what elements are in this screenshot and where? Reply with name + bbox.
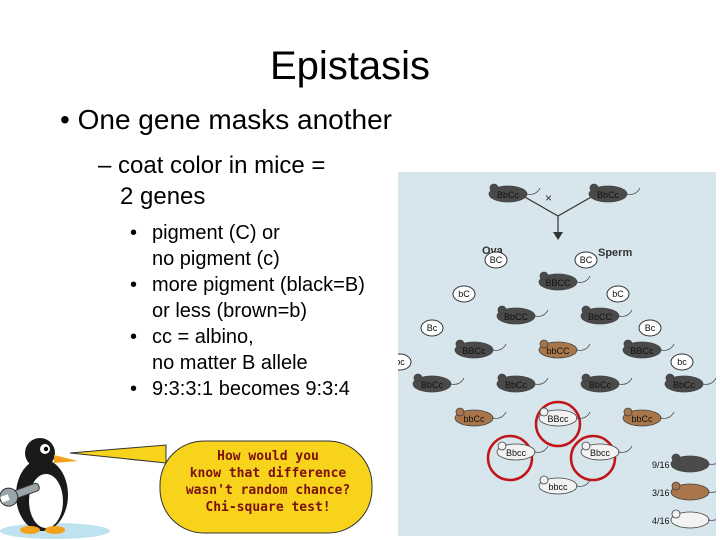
- offspring-genotype: BbCc: [505, 380, 528, 390]
- speech-bubble: [69, 440, 373, 534]
- ratio-key-mouse: [670, 509, 716, 529]
- offspring-genotype: Bbcc: [506, 448, 527, 458]
- offspring-mouse: [454, 339, 507, 359]
- sub-bullet-line: pigment (C) or: [152, 222, 280, 244]
- offspring-genotype: BbCc: [673, 380, 696, 390]
- ratio-label: 4/16: [652, 516, 670, 526]
- gamete-right: [606, 285, 630, 303]
- sub-bullet-line: cc = albino,: [152, 326, 254, 348]
- gamete-right-label: bC: [612, 289, 624, 299]
- gamete-right: [638, 319, 662, 337]
- sub-bullet-pigment: pigment (C) or no pigment (c): [130, 220, 365, 272]
- cross-line: [557, 195, 594, 217]
- offspring-genotype: bbcc: [548, 482, 568, 492]
- ratio-label: 9/16: [652, 460, 670, 470]
- sub-bullet-line: more pigment (black=B): [152, 274, 365, 296]
- offspring-mouse: [664, 373, 716, 393]
- offspring-genotype: bbCc: [463, 414, 485, 424]
- parent-mouse: [488, 183, 541, 203]
- offspring-mouse: [622, 407, 675, 427]
- offspring-mouse: [538, 475, 591, 495]
- offspring-mouse: [622, 339, 675, 359]
- sub-bullet-more-pigment: more pigment (black=B) or less (brown=b): [130, 272, 365, 324]
- gamete-right: [670, 353, 694, 371]
- gamete-left: [420, 319, 444, 337]
- offspring-mouse: [496, 441, 549, 461]
- sub-bullet-line: or less (brown=b): [152, 300, 308, 322]
- gamete-left: [398, 353, 412, 371]
- sub-bullet-line: 9:3:3:1 becomes 9:3:4: [152, 378, 350, 400]
- gamete-left-label: Bc: [427, 323, 438, 333]
- callout-text: How would you know that difference wasn'…: [168, 448, 368, 516]
- offspring-genotype: BBCc: [630, 346, 654, 356]
- penguin-icon: [0, 438, 78, 534]
- callout-line: How would you: [217, 449, 319, 464]
- slide-title: Epistasis: [270, 44, 431, 88]
- gamete-right-label: Bc: [645, 323, 656, 333]
- callout-line: wasn't random chance?: [185, 483, 351, 498]
- gamete-left: [452, 285, 476, 303]
- offspring-genotype: bbCc: [631, 414, 653, 424]
- offspring-mouse: [412, 373, 465, 393]
- sub-bullet-line: no matter B allele: [152, 352, 308, 374]
- highlight-circle: [569, 434, 617, 482]
- highlight-circle: [534, 400, 582, 448]
- callout-line: know that difference: [189, 466, 347, 481]
- gamete-right: [574, 251, 598, 269]
- offspring-mouse: [496, 373, 549, 393]
- offspring-genotype: BbCC: [504, 312, 529, 322]
- offspring-mouse: [580, 373, 633, 393]
- ratio-key-mouse: [670, 453, 716, 473]
- offspring-mouse: [538, 339, 591, 359]
- sub-bullet-albino: cc = albino, no matter B allele: [130, 324, 365, 376]
- gamete-left-label: bC: [458, 289, 470, 299]
- offspring-mouse: [538, 271, 591, 291]
- penguin-callout: [0, 438, 373, 539]
- highlight-circle: [486, 434, 534, 482]
- sperm-label: Sperm: [598, 247, 632, 259]
- offspring-mouse: [580, 305, 633, 325]
- parent-genotype: BbCc: [597, 190, 620, 200]
- offspring-genotype: BBcc: [547, 414, 569, 424]
- cross-line: [522, 195, 559, 217]
- bullet-2-line2: 2 genes: [120, 183, 206, 210]
- gamete-left-label: bc: [398, 357, 405, 367]
- offspring-mouse: [538, 407, 591, 427]
- gamete-right-label: bc: [677, 357, 687, 367]
- callout-line: Chi-square test!: [205, 500, 331, 515]
- offspring-genotype: BBCc: [462, 346, 486, 356]
- gamete-left: [484, 251, 508, 269]
- offspring-mouse: [454, 407, 507, 427]
- ratio-label: 3/16: [652, 488, 670, 498]
- bullet-1-text: One gene masks another: [77, 104, 393, 135]
- arrow-head: [553, 232, 563, 240]
- offspring-genotype: bbCC: [546, 346, 570, 356]
- offspring-genotype: BbCC: [588, 312, 613, 322]
- sub-bullet-line: no pigment (c): [152, 248, 280, 270]
- bullet-1: • One gene masks another: [60, 104, 393, 135]
- offspring-mouse: [496, 305, 549, 325]
- gamete-left-label: BC: [490, 255, 503, 265]
- parent-genotype: BbCc: [497, 190, 520, 200]
- cross-symbol: ×: [545, 191, 552, 205]
- parent-mouse: [588, 183, 641, 203]
- sub-bullet-list: pigment (C) or no pigment (c) more pigme…: [130, 220, 365, 402]
- offspring-genotype: Bbcc: [590, 448, 611, 458]
- offspring-mouse: [580, 441, 633, 461]
- gamete-right-label: BC: [580, 255, 593, 265]
- ratio-key-mouse: [670, 481, 716, 501]
- offspring-genotype: BBCC: [545, 278, 571, 288]
- bullet-2-line1: – coat color in mice =: [98, 152, 326, 179]
- bullet-2: – coat color in mice = 2 genes: [98, 150, 325, 212]
- offspring-genotype: BbCc: [421, 380, 444, 390]
- sub-bullet-ratio: 9:3:3:1 becomes 9:3:4: [130, 376, 365, 402]
- offspring-genotype: BbCc: [589, 380, 612, 390]
